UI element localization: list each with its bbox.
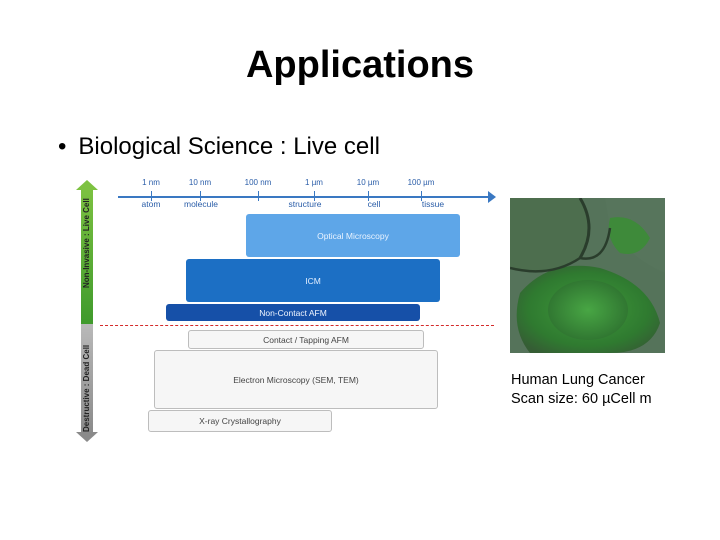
image-caption: Human Lung Cancer Scan size: 60 µCell m — [511, 371, 652, 409]
live-cell-arrowhead — [76, 180, 98, 190]
dead-cell-axis-label: Destructive : Dead Cell — [82, 344, 91, 432]
band-non-contact-afm: Non-Contact AFM — [166, 304, 420, 321]
band-optical-microscopy: Optical Microscopy — [246, 214, 460, 257]
band-contact-tapping-afm: Contact / Tapping AFM — [188, 330, 424, 349]
scale-tick — [200, 191, 201, 201]
scale-tick — [258, 191, 259, 201]
live-dead-divider — [100, 325, 494, 326]
bullet-item: • Biological Science : Live cell — [58, 133, 380, 161]
bullet-dot: • — [58, 133, 67, 160]
scale-unit-label: cell — [367, 199, 381, 209]
dead-cell-arrowhead — [76, 432, 98, 442]
caption-line-1: Human Lung Cancer — [511, 372, 645, 388]
scale-tick-label: 100 µm — [407, 178, 435, 187]
slide-title: Applications — [245, 44, 475, 86]
scale-tick-label: 10 µm — [356, 178, 380, 187]
dead-cell-arrow — [81, 324, 93, 434]
live-cell-arrow — [81, 186, 93, 324]
scale-tick-label: 1 µm — [305, 178, 323, 187]
band-xray-crystallography: X-ray Crystallography — [148, 410, 332, 432]
caption-line-2: Scan size: 60 µCell m — [511, 391, 652, 407]
microscopy-scale-diagram: 1 nm 10 nm 100 nm 1 µm 10 µm 100 µm atom… — [76, 176, 498, 446]
band-electron-microscopy: Electron Microscopy (SEM, TEM) — [154, 350, 438, 409]
scale-unit-label: molecule — [183, 199, 219, 209]
scale-tick — [421, 191, 422, 201]
scale-unit-label: structure — [288, 199, 322, 209]
scale-tick — [368, 191, 369, 201]
scale-tick-label: 10 nm — [188, 178, 212, 187]
scale-tick-label: 1 nm — [142, 178, 160, 187]
bullet-text: Biological Science : Live cell — [78, 133, 380, 160]
scale-tick — [314, 191, 315, 201]
scale-unit-label: atom — [141, 199, 161, 209]
scale-axis-arrowhead — [488, 191, 496, 203]
scale-unit-label: tissue — [421, 199, 445, 209]
scale-tick — [151, 191, 152, 201]
scale-axis-line — [118, 196, 490, 198]
scale-tick-label: 100 nm — [244, 178, 272, 187]
live-cell-axis-label: Non-Invasive : Live Cell — [82, 198, 91, 288]
band-icm: ICM — [186, 259, 440, 302]
lung-cancer-cell-image — [510, 198, 665, 353]
